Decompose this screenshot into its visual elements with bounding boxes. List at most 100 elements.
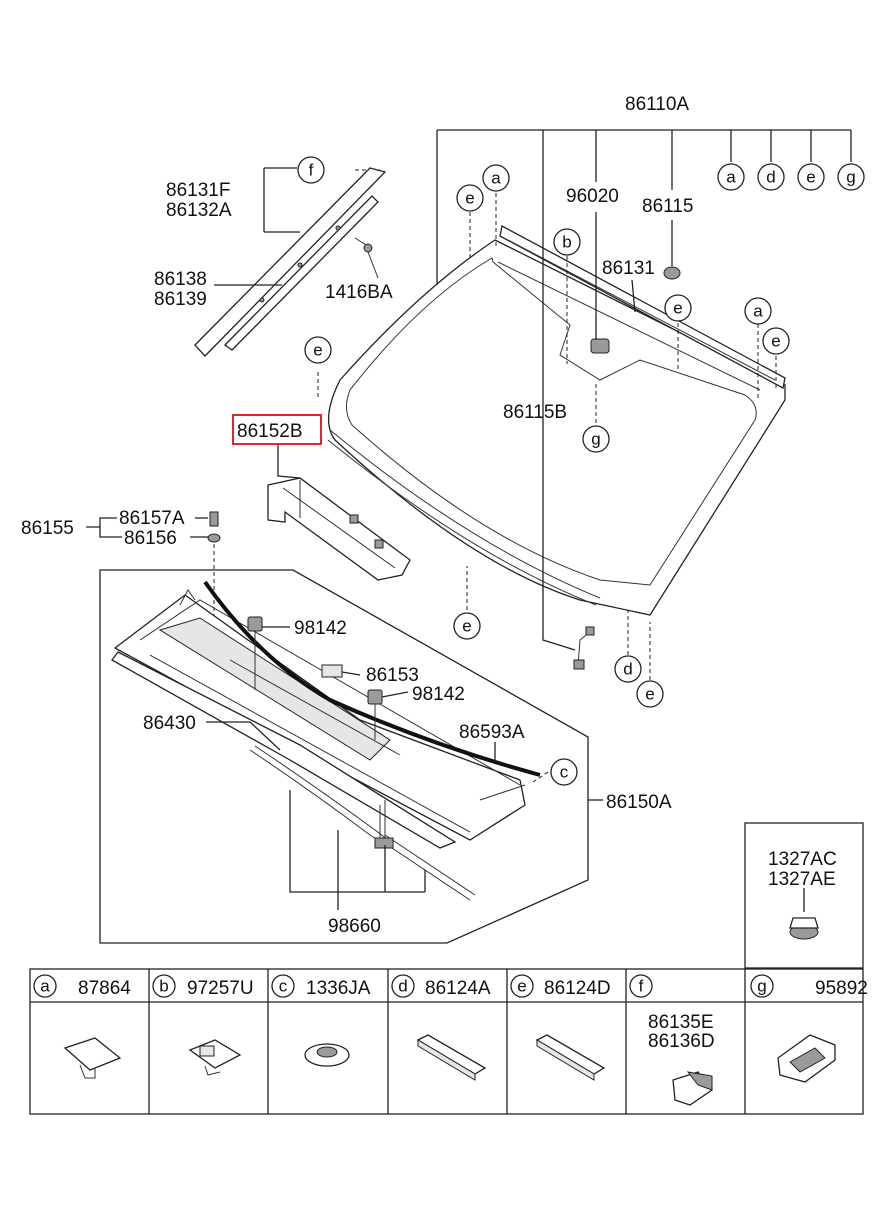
legend-part-86136D[interactable]: 86136D (648, 1031, 715, 1052)
side-molding-86131F[interactable] (194, 167, 387, 357)
svg-text:a: a (726, 168, 736, 187)
callout-e-4: e (304, 336, 332, 364)
label-98142-right[interactable]: 98142 (412, 684, 465, 705)
part-86124A-tape[interactable] (416, 1034, 487, 1081)
rain-sensor-86115[interactable] (663, 266, 681, 280)
label-86593A[interactable]: 86593A (459, 722, 525, 743)
svg-text:f: f (639, 977, 644, 996)
legend-part-87864[interactable]: 87864 (78, 978, 131, 999)
label-86131[interactable]: 86131 (602, 258, 655, 279)
svg-text:e: e (645, 685, 654, 704)
svg-text:d: d (398, 977, 407, 996)
label-86153[interactable]: 86153 (366, 665, 419, 686)
part-1336JA-clip[interactable] (304, 1043, 350, 1067)
callout-c: c (550, 758, 578, 786)
callout-a-2: a (744, 297, 772, 325)
label-96020[interactable]: 96020 (566, 186, 619, 207)
legend-part-1336JA[interactable]: 1336JA (306, 978, 371, 999)
callout-e-3: e (762, 327, 790, 355)
svg-text:a: a (753, 302, 763, 321)
callout-e-top: e (797, 163, 825, 191)
label-86132A[interactable]: 86132A (166, 200, 232, 221)
label-1327AE[interactable]: 1327AE (768, 869, 836, 890)
svg-text:g: g (591, 430, 600, 449)
connector-86115B[interactable] (573, 626, 595, 670)
callout-d-1: d (614, 655, 642, 683)
nozzle-98142-left[interactable] (247, 616, 263, 690)
svg-text:b: b (562, 233, 571, 252)
legend-cell-c: c 1336JA (271, 974, 371, 999)
svg-text:a: a (491, 169, 501, 188)
upper-molding-strip[interactable] (499, 225, 786, 389)
highlight-86152B (232, 414, 322, 445)
label-1416BA[interactable]: 1416BA (325, 282, 393, 303)
svg-text:e: e (465, 189, 474, 208)
callout-d-top: d (757, 163, 785, 191)
clip-86157A[interactable] (209, 511, 219, 527)
part-97257U-bracket[interactable] (188, 1039, 242, 1076)
legend-cell-f: f 86135E 86136D (629, 974, 715, 1052)
label-86115B[interactable]: 86115B (503, 402, 567, 423)
label-98142-left[interactable]: 98142 (294, 618, 347, 639)
cowl-panel-86150A[interactable] (113, 589, 526, 841)
callout-e-2: e (664, 294, 692, 322)
label-86156[interactable]: 86156 (124, 528, 177, 549)
legend-part-95892[interactable]: 95892 (815, 978, 868, 999)
label-86430[interactable]: 86430 (143, 713, 196, 734)
svg-text:b: b (159, 977, 168, 996)
callout-f: f (297, 156, 325, 184)
svg-text:d: d (623, 660, 632, 679)
deck-bracket-86152B[interactable] (267, 477, 411, 581)
part-95892-bracket[interactable] (777, 1034, 836, 1083)
leaders-cowl (206, 626, 603, 910)
legend-part-97257U[interactable]: 97257U (187, 978, 254, 999)
label-1327AC[interactable]: 1327AC (768, 849, 837, 870)
windshield-glass[interactable] (327, 239, 786, 616)
legend-part-86135E[interactable]: 86135E (648, 1012, 714, 1033)
legend-part-86124A[interactable]: 86124A (425, 978, 491, 999)
callout-b: b (553, 228, 581, 256)
svg-text:e: e (517, 977, 526, 996)
svg-text:d: d (766, 168, 775, 187)
part-86135E-cap[interactable] (672, 1071, 713, 1106)
svg-text:c: c (560, 763, 569, 782)
svg-text:e: e (673, 299, 682, 318)
clip-86153[interactable] (321, 664, 343, 678)
lower-cowl-86430[interactable] (111, 651, 457, 849)
label-86131F[interactable]: 86131F (166, 180, 230, 201)
svg-text:e: e (806, 168, 815, 187)
flange-nut-1327AC[interactable] (789, 917, 819, 940)
part-87864-clip[interactable] (63, 1037, 122, 1079)
leader-86152B (277, 445, 301, 479)
label-86152B[interactable]: 86152B (237, 421, 303, 442)
screw-1416BA[interactable] (354, 237, 379, 279)
label-86115[interactable]: 86115 (642, 196, 693, 217)
label-86138[interactable]: 86138 (154, 269, 207, 290)
callout-a-1: a (482, 164, 510, 192)
part-86124D-tape[interactable] (535, 1034, 606, 1081)
callout-e-5: e (453, 612, 481, 640)
label-98660[interactable]: 98660 (328, 916, 381, 937)
callout-e-1: e (456, 184, 484, 212)
legend-cell-e: e 86124D (510, 974, 611, 999)
leader-86155 (86, 517, 208, 538)
callout-g-1: g (582, 425, 610, 453)
svg-text:f: f (309, 161, 314, 180)
svg-text:g: g (757, 977, 766, 996)
label-86157A[interactable]: 86157A (119, 508, 185, 529)
label-86139[interactable]: 86139 (154, 289, 207, 310)
mirror-bracket-96020[interactable] (590, 338, 610, 354)
legend-cell-b: b 97257U (152, 974, 254, 999)
cowl-assembly-boundary (99, 569, 589, 944)
legend-cell-d: d 86124A (391, 974, 491, 999)
label-86150A[interactable]: 86150A (606, 792, 672, 813)
legend-cell-a: a 87864 (33, 974, 131, 999)
label-86155[interactable]: 86155 (21, 518, 74, 539)
leader-86110A (436, 129, 852, 651)
label-86110A[interactable]: 86110A (625, 94, 689, 115)
legend-part-86124D[interactable]: 86124D (544, 978, 611, 999)
weatherstrip-86593A[interactable] (203, 580, 541, 777)
callout-leaders-windshield (317, 169, 777, 680)
